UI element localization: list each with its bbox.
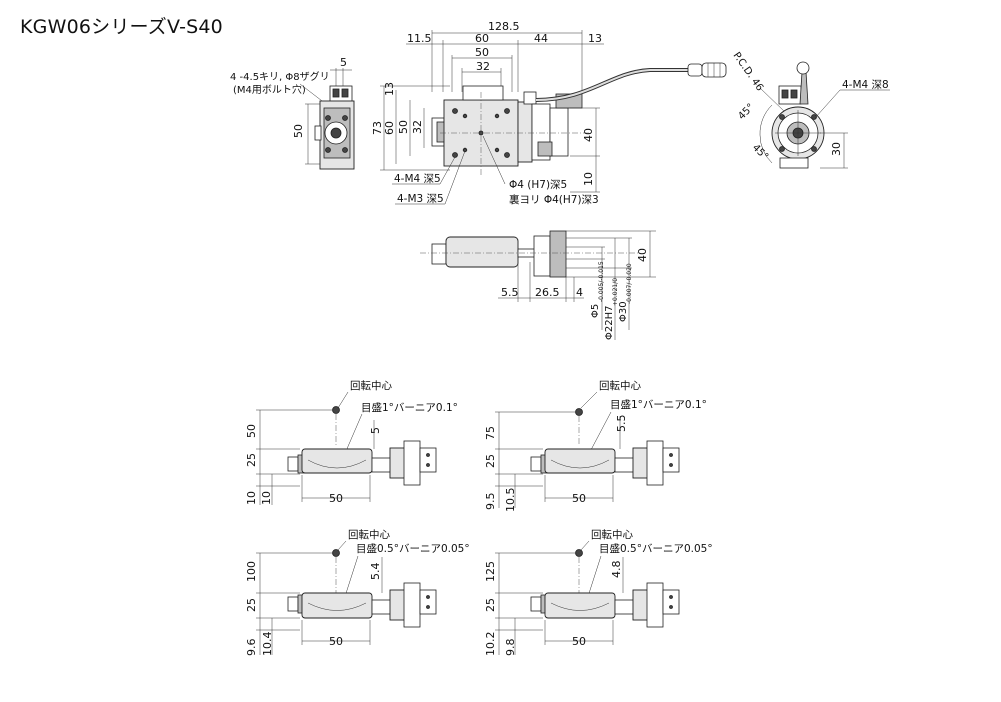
- label-m4: 4-M4 深5: [394, 173, 441, 185]
- side-dim-40: 40: [636, 248, 649, 262]
- variant-1-center: 回転中心: [350, 379, 392, 392]
- variant-4-base1: 10.2: [484, 632, 497, 657]
- variant-4-body: 25: [484, 598, 497, 612]
- label-angle-1: 45°: [736, 102, 756, 122]
- variant-3: 回転中心 目盛0.5°バーニア0.05° 100 25 9.6 10.4 5.4…: [245, 528, 470, 656]
- variant-1-scale: 目盛1°バーニア0.1°: [361, 401, 458, 414]
- variant-2-width: 50: [572, 492, 586, 505]
- variant-2-body: 25: [484, 454, 497, 468]
- dim-32: 32: [476, 60, 490, 73]
- variant-1-base1: 10: [245, 491, 258, 505]
- variant-3-body: 25: [245, 598, 258, 612]
- dim-13-v: 13: [383, 82, 396, 96]
- left-dim-50: 50: [292, 124, 305, 138]
- dim-60-v: 60: [383, 121, 396, 135]
- variant-3-scale: 目盛0.5°バーニア0.05°: [356, 542, 470, 555]
- side-phi22-tol: +0.021/0: [612, 278, 619, 306]
- dim-13: 13: [588, 32, 602, 45]
- label-right-m4: 4-M4 深8: [842, 79, 889, 91]
- dim-32-v: 32: [411, 120, 424, 134]
- dim-73: 73: [371, 121, 384, 135]
- variant-4-height: 125: [484, 561, 497, 582]
- label-m3: 4-M3 深5: [397, 193, 444, 205]
- variant-2-scale: 目盛1°バーニア0.1°: [610, 398, 707, 411]
- variant-3-base1: 9.6: [245, 639, 258, 657]
- label-angle-2: 45°: [750, 142, 770, 162]
- variant-2-step: 5.5: [615, 415, 628, 433]
- dim-11-5: 11.5: [407, 32, 432, 45]
- right-end-view: P.C.D. 46 45° 45° 4-M4 深8 30: [731, 50, 890, 169]
- dim-60: 60: [475, 32, 489, 45]
- variant-4-scale: 目盛0.5°バーニア0.05°: [599, 542, 713, 555]
- variant-2: 回転中心 目盛1°バーニア0.1° 75 25 9.5 10.5 5.5 50: [484, 379, 707, 512]
- side-dim-5-5: 5.5: [501, 286, 519, 299]
- variant-1-width: 50: [329, 492, 343, 505]
- dim-44: 44: [534, 32, 548, 45]
- variant-4-base2: 9.8: [504, 639, 517, 657]
- variant-1-base2: 10: [260, 491, 273, 505]
- left-end-view: 4 -4.5キリ, Φ8ザグリ (M4用ボルト穴) 5 50: [230, 56, 355, 170]
- variant-3-center: 回転中心: [348, 528, 390, 541]
- label-phi4: Φ4 (H7)深5: [509, 179, 567, 191]
- side-dim-4: 4: [576, 286, 583, 299]
- side-phi5: Φ5: [590, 304, 601, 318]
- variant-2-center: 回転中心: [599, 379, 641, 392]
- label-pcd: P.C.D. 46: [731, 50, 766, 93]
- left-dim-5: 5: [340, 56, 347, 69]
- page-title: KGW06シリーズV-S40: [20, 16, 223, 38]
- dim-128-5: 128.5: [488, 20, 520, 33]
- dim-10: 10: [582, 172, 595, 186]
- variant-1-step: 5: [369, 427, 382, 434]
- variant-1-body: 25: [245, 453, 258, 467]
- label-phi4-back: 裏ヨリ Φ4(H7)深3: [509, 193, 599, 206]
- variant-3-step: 5.4: [369, 563, 382, 581]
- variant-1: 回転中心 目盛1°バーニア0.1° 50 25 10 10 5 50: [245, 379, 458, 505]
- variant-4-width: 50: [572, 635, 586, 648]
- variant-4: 回転中心 目盛0.5°バーニア0.05° 125 25 10.2 9.8 4.8…: [484, 528, 713, 656]
- variant-4-center: 回転中心: [591, 528, 633, 541]
- variant-3-width: 50: [329, 635, 343, 648]
- side-phi22: Φ22H7: [604, 306, 615, 340]
- right-dim-30: 30: [830, 142, 843, 156]
- dim-50: 50: [475, 46, 489, 59]
- side-phi30: Φ30: [618, 301, 629, 322]
- variant-3-height: 100: [245, 561, 258, 582]
- side-view: 40 5.5 26.5 4 Φ5 -0.005/-0.015 Φ22H7 +0.…: [420, 230, 656, 340]
- top-plan-view: 128.5 11.5 60 44 13 50 32 73 60 50 32 13: [371, 20, 727, 206]
- variant-2-height: 75: [484, 426, 497, 440]
- side-phi5-tol: -0.005/-0.015: [598, 261, 605, 302]
- left-note-line1: 4 -4.5キリ, Φ8ザグリ: [230, 70, 330, 83]
- side-dim-26-5: 26.5: [535, 286, 560, 299]
- left-note-line2: (M4用ボルト穴): [233, 83, 306, 96]
- variant-1-height: 50: [245, 424, 258, 438]
- side-phi30-tol: -0.007/-0.020: [626, 263, 633, 304]
- dim-50-v: 50: [397, 120, 410, 134]
- variant-3-base2: 10.4: [261, 632, 274, 657]
- variant-2-base1: 9.5: [484, 493, 497, 511]
- dim-40: 40: [582, 128, 595, 142]
- variant-4-step: 4.8: [610, 561, 623, 579]
- variant-2-base2: 10.5: [504, 488, 517, 513]
